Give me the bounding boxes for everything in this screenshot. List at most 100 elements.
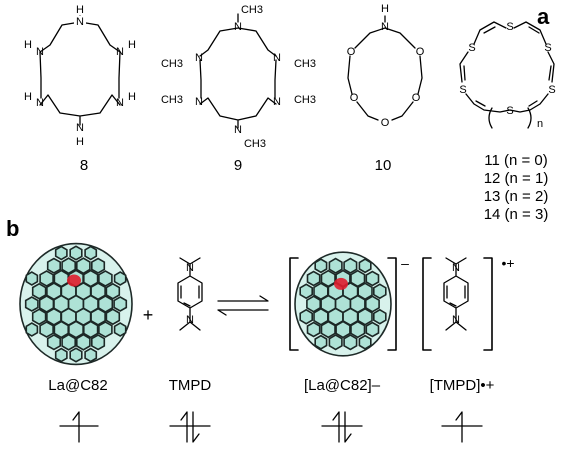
h-label: H — [128, 91, 136, 103]
fullerene-ring — [105, 308, 121, 326]
fullerene-ring — [69, 347, 83, 363]
fullerene-ring — [61, 333, 76, 351]
fullerene-ring — [31, 282, 47, 300]
methyl-label: CH3 — [161, 94, 183, 106]
n-label: N — [186, 314, 194, 326]
compound-11-label: 11 (n = 0) — [484, 152, 548, 169]
lanthanum-atom — [334, 277, 348, 290]
fullerene-ring — [98, 321, 113, 338]
fullerene-ring — [373, 308, 387, 325]
fullerene-ring — [320, 320, 336, 339]
plus-sign: + — [143, 305, 154, 325]
sulfur-label: S — [506, 21, 513, 33]
fullerene-ring — [68, 320, 84, 339]
fullerene-ring — [25, 322, 39, 337]
single-electron-arrow-icon — [59, 411, 99, 443]
fullerene-ring — [46, 334, 61, 351]
fullerene-ring — [31, 308, 47, 326]
fullerene-ring — [105, 282, 121, 300]
n-label: N — [76, 16, 84, 28]
panel-a-letter: a — [537, 4, 550, 29]
fullerene-ring — [299, 308, 313, 325]
methyl-label: CH3 — [161, 58, 183, 70]
fullerene-ring — [113, 296, 128, 312]
fullerene-ring — [91, 257, 106, 274]
sulfur-label: S — [548, 84, 555, 96]
anion-brackets — [289, 257, 397, 351]
anion-charge: – — [401, 255, 409, 271]
fullerene-ring — [343, 257, 358, 274]
oxygen-label: O — [416, 46, 425, 58]
la-c82-anion-label: [La@C82]– — [304, 377, 381, 394]
methyl-label: CH3 — [294, 58, 316, 70]
n-label: N — [76, 122, 84, 134]
fullerene-ring — [39, 270, 54, 287]
n-label: N — [186, 262, 194, 274]
fullerene-ring — [46, 257, 61, 274]
la-c82-fullerene-image — [19, 242, 133, 366]
compound-8-cyclam-structure: H N N N H H N N H H N H — [24, 4, 136, 148]
la-c82-label: La@C82 — [48, 377, 107, 394]
repeat-n-label: n — [537, 118, 543, 130]
fullerene-ring — [39, 321, 54, 338]
fullerene-ring — [299, 283, 313, 300]
oxygen-label: O — [350, 92, 359, 104]
compound-10-label: 10 — [375, 157, 392, 174]
n-label: N — [234, 124, 242, 136]
lanthanum-atom — [67, 274, 81, 287]
h-label: H — [128, 39, 136, 51]
compound-8-label: 8 — [80, 157, 88, 174]
methyl-label: CH3 — [294, 94, 316, 106]
la-c82-anion-fullerene-image — [294, 251, 392, 357]
fullerene-ring — [306, 321, 321, 338]
fullerene-ring — [306, 270, 321, 287]
h-label: H — [76, 4, 84, 16]
n-label: N — [36, 97, 44, 109]
electron-pair-arrow-icon — [321, 411, 363, 443]
n-label: N — [116, 97, 124, 109]
n-label: N — [273, 52, 281, 64]
sulfur-label: S — [468, 42, 475, 54]
tmpd-structure: N N — [177, 257, 203, 331]
fullerene-ring — [61, 257, 76, 275]
sulfur-label: S — [459, 84, 466, 96]
h-label: H — [24, 91, 32, 103]
fullerene-ring — [25, 271, 39, 286]
compound-9-methylated-structure: N CH3 N CH3 N CH3 N CH3 N CH3 N CH3 — [161, 4, 316, 150]
panel-b-letter: b — [6, 216, 19, 241]
oxygen-label: O — [381, 117, 390, 129]
fullerene-ring — [113, 322, 127, 337]
compound-9-label: 9 — [234, 157, 242, 174]
n-label: N — [234, 21, 242, 33]
n-label: N — [195, 96, 203, 108]
fullerene-ring — [373, 283, 387, 300]
fullerene-ring — [84, 245, 98, 261]
fullerene-ring — [84, 347, 98, 363]
tmpd-label: TMPD — [169, 377, 212, 394]
electron-pair-arrow-icon — [169, 411, 211, 443]
tmpd-cation-structure: N N — [422, 257, 493, 351]
compound-12-label: 12 (n = 1) — [484, 170, 549, 187]
fullerene-ring — [54, 245, 68, 261]
fullerene-ring — [113, 271, 127, 286]
fullerene-ring — [357, 307, 373, 326]
fullerene-ring — [343, 334, 358, 351]
fullerene-ring — [97, 295, 114, 313]
sulfur-label: S — [506, 105, 513, 117]
fullerene-ring — [53, 320, 69, 339]
methyl-label: CH3 — [244, 138, 266, 150]
n-label: N — [36, 46, 44, 58]
fullerene-ring — [328, 257, 343, 274]
fullerene-ring — [24, 296, 39, 312]
tmpd-cation-label: [TMPD]•+ — [430, 377, 495, 394]
fullerene-ring — [76, 257, 91, 275]
compound-13-label: 13 (n = 2) — [484, 188, 549, 205]
fullerene-ring — [365, 295, 380, 313]
h-label: H — [24, 39, 32, 51]
methyl-label: CH3 — [241, 4, 263, 16]
fullerene-ring — [358, 258, 372, 274]
fullerene-ring — [306, 295, 321, 313]
n-label: N — [116, 46, 124, 58]
fullerene-ring — [83, 320, 99, 339]
